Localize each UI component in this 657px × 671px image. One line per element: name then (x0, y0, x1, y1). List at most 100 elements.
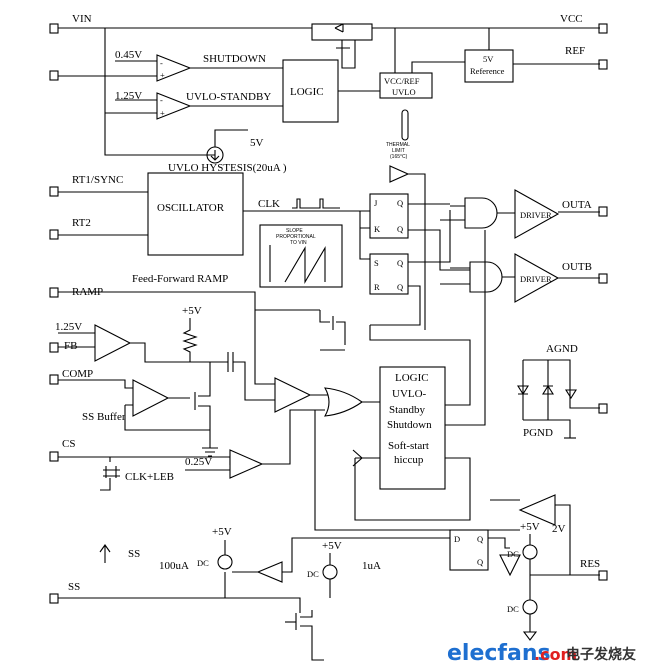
jk-k-label: K (374, 224, 381, 234)
hysteresis-wire (214, 129, 248, 147)
thermal-label-1: THERMAL (386, 142, 410, 148)
current-limit-wires (185, 409, 325, 471)
ss-buffer-feedback (124, 404, 210, 431)
shutdown-label: SHUTDOWN (203, 53, 266, 65)
uvlo-wires (105, 99, 283, 114)
jk-flipflop (369, 193, 409, 239)
oscillator-label: OSCILLATOR (157, 202, 225, 214)
thermal-output-wire (408, 173, 426, 330)
ss-discharge-fet (295, 610, 324, 661)
pullup-5v-label: +5V (182, 305, 202, 317)
pass-fet-gate-wire (341, 48, 345, 69)
ss-up-label: SS (128, 548, 140, 560)
src1-circle (322, 564, 338, 580)
dff-d-label: D (454, 534, 460, 544)
sr-flipflop (369, 253, 409, 295)
hysteresis-label: UVLO HYSTESIS(20uA ) (168, 162, 287, 174)
res-src-bottom-dc: DC (507, 604, 519, 614)
sr-qb-label: Q (397, 282, 403, 292)
sr-s-label: S (374, 258, 379, 268)
driver-a (514, 189, 560, 239)
ff-clock-wires (359, 210, 370, 260)
pin-comp-box (49, 374, 59, 385)
ref-5v-block (464, 49, 514, 83)
pass-fet-symbol (335, 39, 350, 49)
res-src-wire (529, 559, 570, 600)
ramp-wire (58, 291, 275, 385)
res-src-5v-label: +5V (520, 521, 540, 533)
shutdown-cmp-minus: - (160, 58, 163, 68)
main-logic-label-2: UVLO- (392, 388, 427, 400)
pin-rt1-box (49, 186, 59, 197)
res-src-ground (522, 614, 538, 641)
driver-b (514, 253, 560, 303)
ff-output-wires (370, 203, 470, 326)
dff-q-label: Q (477, 534, 483, 544)
vccref-feed-wires (394, 28, 465, 73)
ref-5v-label-2: Reference (470, 66, 505, 76)
pin-shutdown-box (49, 70, 59, 81)
hysteresis-arrow (210, 150, 220, 161)
and-gate-b (469, 261, 503, 293)
vin-drop-wire (104, 28, 215, 156)
src100-dc-label: DC (197, 558, 209, 568)
ffr-label: Feed-Forward RAMP (132, 273, 228, 285)
pin-cs-label: CS (62, 438, 75, 450)
ground-section: AGND PGND (517, 343, 600, 439)
leb-fet (103, 457, 120, 478)
or-gate (323, 387, 363, 417)
ss-buffer-ground (202, 447, 218, 457)
uvlo-standby-label: UVLO-STANDBY (186, 91, 271, 103)
top-power-section: VIN VCC REF - + 0.45V SHUTDOWN - + 1.25V… (58, 13, 600, 330)
src100-circle (217, 554, 233, 570)
watermark-brand: elecfans (447, 641, 551, 666)
oscillator-block (147, 172, 244, 256)
and-input-wires (440, 205, 470, 285)
pin-res-label: RES (580, 558, 600, 570)
ss-buffer-fet (168, 362, 211, 448)
driver-wires (497, 211, 600, 279)
clk-leb-label: CLK+LEB (125, 471, 174, 483)
slope-label-1: SLOPE (286, 228, 303, 234)
main-logic-label-3: Standby (389, 404, 426, 416)
ref-5v-label-1: 5V (483, 54, 494, 64)
ref-wires (488, 28, 600, 65)
clk-pulse-waveform (292, 198, 340, 209)
dff-wires (420, 537, 510, 549)
vccref-label-2: UVLO (392, 87, 416, 97)
pin-outa-label: OUTA (562, 199, 592, 211)
pin-agnd-box (598, 403, 608, 414)
pullup-resistor (182, 318, 198, 362)
dff-qb-label: Q (477, 557, 483, 567)
hysteresis-5v-label: 5V (250, 137, 264, 149)
main-logic-label-6: hiccup (394, 454, 424, 466)
pass-gate-link (345, 40, 356, 69)
and-gate-a (464, 197, 498, 229)
jk-qb-label: Q (397, 224, 403, 234)
main-logic-label-5: Soft-start (388, 440, 429, 452)
ss-wire (58, 572, 301, 613)
agnd-symbol (565, 389, 577, 400)
control-section: RAMP 1.25V FB +5V COMP SS Buffer CS CLK+… (55, 286, 380, 491)
pin-vin-label: VIN (72, 13, 92, 25)
pin-ref-box (598, 59, 608, 70)
watermark-logo: elecfans .com 电子发烧友 (447, 641, 636, 666)
src1-dc-label: DC (307, 569, 319, 579)
slope-label-3: TO VIN (290, 240, 307, 246)
pin-outb-box (598, 273, 608, 284)
offset-cap (208, 352, 275, 401)
shutdown-wires (58, 60, 283, 77)
ss-buffer-amp (132, 379, 170, 417)
thermal-label-2: LIMIT (392, 148, 405, 154)
jk-q-label: Q (397, 198, 403, 208)
oscillator-section: RT1/SYNC RT2 OSCILLATOR CLK SLOPE PROPOR… (58, 172, 600, 326)
pin-outb-label: OUTB (562, 261, 592, 273)
vccref-uvlo-block (379, 72, 433, 99)
clk-label: CLK (258, 198, 280, 210)
slope-box (259, 224, 343, 288)
uvlo-comparator (156, 92, 192, 120)
res-ref-label: 2V (552, 523, 566, 535)
shutdown-cmp-plus: + (160, 70, 165, 80)
hiccup-loop (354, 457, 471, 521)
